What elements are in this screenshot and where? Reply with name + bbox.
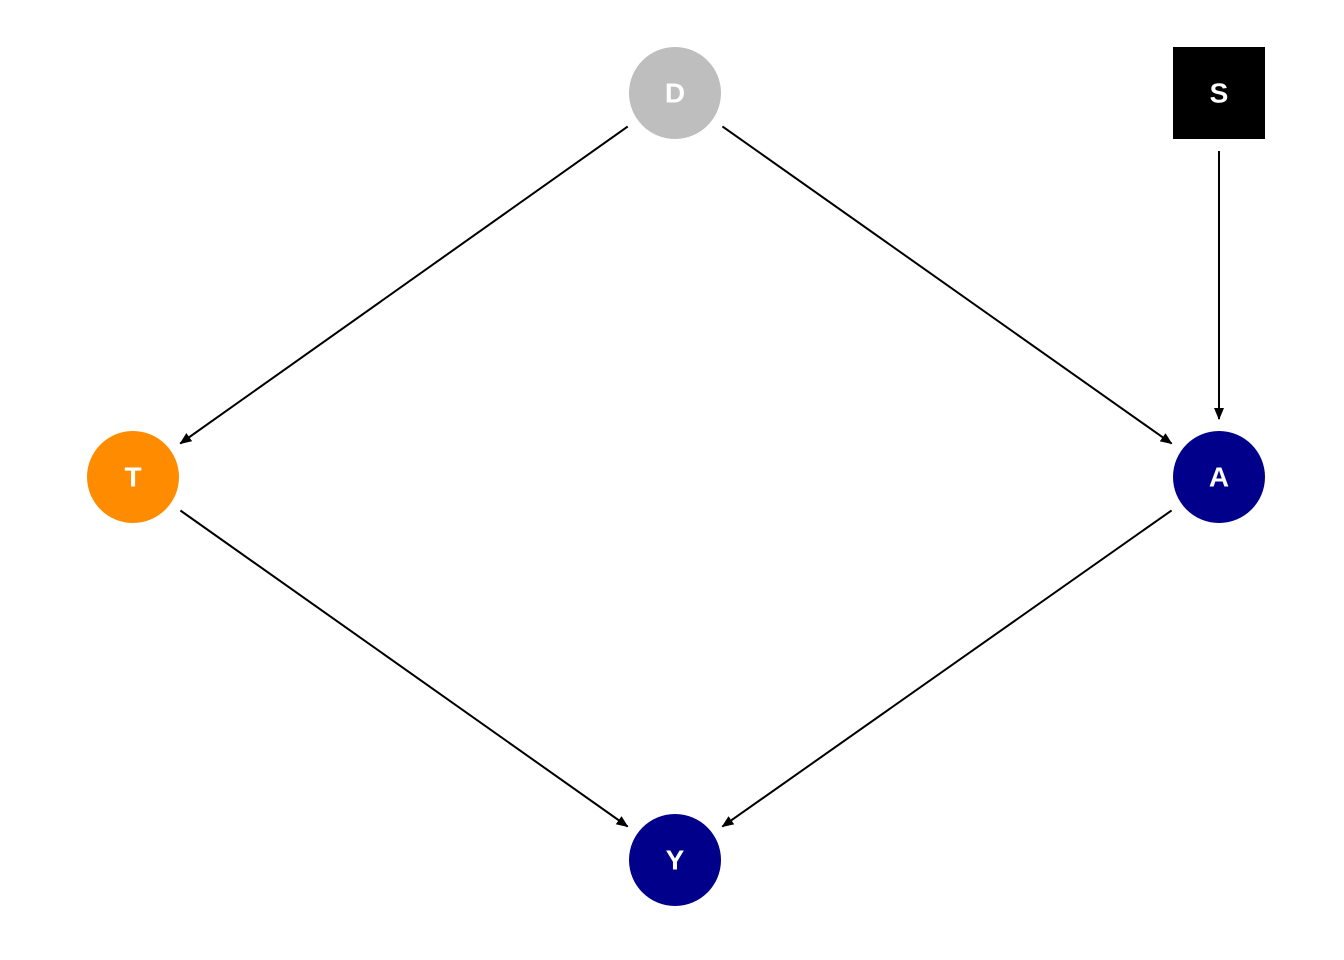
edge-d-to-t [179, 125, 629, 445]
node-d-label: D [665, 78, 685, 109]
edges-layer [179, 125, 1224, 828]
edge-t-to-y [179, 509, 629, 828]
node-y: Y [629, 814, 721, 906]
edge-d-to-a [721, 125, 1173, 445]
node-a-shape [1173, 431, 1265, 523]
node-d: D [629, 47, 721, 139]
node-t-label: T [124, 462, 141, 493]
node-y-shape [629, 814, 721, 906]
node-s-label: S [1210, 78, 1229, 109]
node-a-label: A [1209, 462, 1229, 493]
node-d-shape [629, 47, 721, 139]
node-s-shape [1173, 47, 1265, 139]
node-s: S [1173, 47, 1265, 139]
node-y-label: Y [666, 845, 685, 876]
node-a: A [1173, 431, 1265, 523]
node-t: T [87, 431, 179, 523]
edge-a-to-y [721, 509, 1173, 828]
node-t-shape [87, 431, 179, 523]
nodes-layer: D S T A Y [87, 47, 1265, 906]
